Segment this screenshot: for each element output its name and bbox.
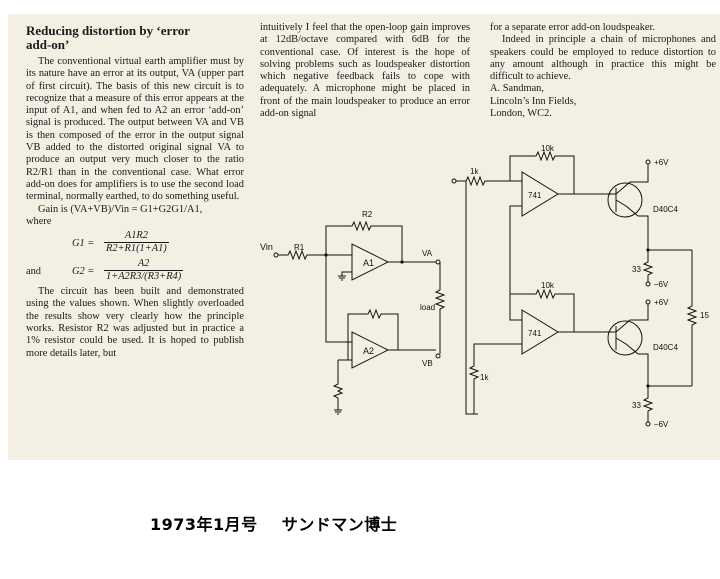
label-d40c4-bottom: D40C4 [653,343,678,352]
c2-input-terminal [451,178,457,184]
transistor-top-legs [608,181,639,217]
c2-top-vminus-terminal [645,281,651,287]
label-a2: A2 [363,346,374,356]
paragraph-3: intuitively I feel that the open-loop ga… [260,22,470,120]
label-741-top: 741 [528,191,542,200]
label-15: 15 [700,311,709,320]
gain-equation: Gain is (VA+VB)/Vin = G1+G2G1/A1, [38,203,203,215]
caption-author: サンドマン博士 [281,515,398,534]
c2-bottom-collector [630,304,649,321]
formula-g1: G1 = A1R2 R2+R1(1+A1) [26,230,244,256]
opamp-a2 [351,331,390,369]
scanned-page: Reducing distortion by ‘error add-on’ Th… [8,14,720,460]
feedback-r4 [344,308,399,361]
label-a1: A1 [363,258,374,268]
label-c2-10k-bottom: 10k [541,281,555,290]
transistor-bottom-legs [608,319,639,355]
g2-denominator: 1+A2R3/(R3+R4) [106,271,182,283]
transistor-top [607,182,643,218]
c2-top-collector [630,164,649,183]
article-column-1: Reducing distortion by ‘error add-on’ Th… [26,24,244,360]
input-terminal [273,252,279,258]
g2-numerator: A2 [104,258,184,272]
g1-numerator: A1R2 [104,230,169,244]
g1-lhs: G1 = [72,238,95,250]
a1-ground [341,271,352,276]
article-title: Reducing distortion by ‘error add-on’ [26,24,244,52]
ground-symbol-1 [338,275,346,281]
feedback-r2 [325,220,403,262]
label-load: load [420,303,435,312]
label-vb: VB [422,359,433,368]
c2-wire-in-bottom [509,294,522,321]
signature-name: A. Sandman, [490,83,544,95]
resistor-15-load [686,250,698,386]
label-d40c4-top: D40C4 [653,205,678,214]
article-column-3: for a separate error add-on loudspeaker.… [490,22,716,120]
circuit-1: Vin R1 R2 A1 VA load A2 V [260,210,446,415]
c2-feedback-10k-top [509,150,575,194]
and-text: and [26,266,42,278]
g1-fraction: A1R2 R2+R1(1+A1) [104,230,169,256]
resistor-r1 [278,249,326,261]
label-va: VA [422,249,433,258]
g1-denominator: R2+R1(1+A1) [106,243,167,255]
opamp-741-top [521,171,559,217]
label-1k-ground: 1k [480,373,489,382]
formula-g2: and G2 = A2 1+A2R3/(R3+R4) [26,258,244,284]
paragraph-1: The conventional virtual earth amplifier… [26,56,244,203]
label-33-top: 33 [632,265,641,274]
resistor-33-top [642,250,654,282]
label-v-minus-top: –6V [654,280,669,289]
c2-top-neg-in [509,205,522,248]
c2-ground-bus [465,181,478,415]
c2-bottom-vminus-terminal [645,421,651,427]
circuit-2: 1k 10k 741 +6V D40C4 33 –6V 10k 7 [451,144,709,429]
g2-lhs: G2 = [72,266,95,278]
article-title-line-2: add-on’ [26,37,70,52]
c2-input-resistor [456,175,510,187]
terminal-vb [435,353,441,359]
label-741-bottom: 741 [528,329,542,338]
resistor-r3 [332,359,352,410]
c2-top-vplus-terminal [645,159,651,165]
label-v-plus-top: +6V [654,158,669,167]
opamp-741-bottom [521,309,559,355]
signature-address-2: London, WC2. [490,108,552,120]
label-v-minus-bottom: –6V [654,420,669,429]
label-c2-1k-in: 1k [470,167,479,176]
terminal-va [435,259,441,265]
wire-a2-in [325,255,352,343]
transistor-bottom [607,320,643,356]
c2-bottom-vplus-terminal [645,299,651,305]
article-title-line-1: Reducing distortion by ‘error [26,23,191,38]
caption-date: 1973年1月号 [150,515,258,534]
where-text: where [26,215,52,227]
label-33-bottom: 33 [632,401,641,410]
c2-feedback-10k-bottom [510,288,575,332]
c2-bottom-emitter [638,353,692,387]
g2-fraction: A2 1+A2R3/(R3+R4) [104,258,184,284]
opamp-a1 [351,243,390,281]
paragraph-4: for a separate error add-on loudspeaker. [490,22,656,33]
load-resistor [434,262,446,354]
c2-top-emitter [638,215,692,251]
signature-address-1: Lincoln’s Inn Fields, [490,95,577,107]
label-vin: Vin [260,242,273,252]
label-r2: R2 [362,210,373,219]
resistor-33-bottom [642,386,654,422]
paragraph-5: Indeed in principle a chain of microphon… [490,34,716,83]
paragraph-2: The circuit has been built and demonstra… [26,286,244,359]
label-c2-10k-top: 10k [541,144,555,153]
japanese-caption: 1973年1月号 サンドマン博士 [150,511,415,535]
ground-symbol-2 [334,409,342,415]
label-v-plus-bottom: +6V [654,298,669,307]
resistor-1k-ground [468,343,522,414]
label-r1: R1 [294,243,305,252]
article-column-2: intuitively I feel that the open-loop ga… [260,22,470,120]
circuit-diagrams: Vin R1 R2 A1 VA load A2 V [260,144,709,429]
junction-va [400,260,404,264]
